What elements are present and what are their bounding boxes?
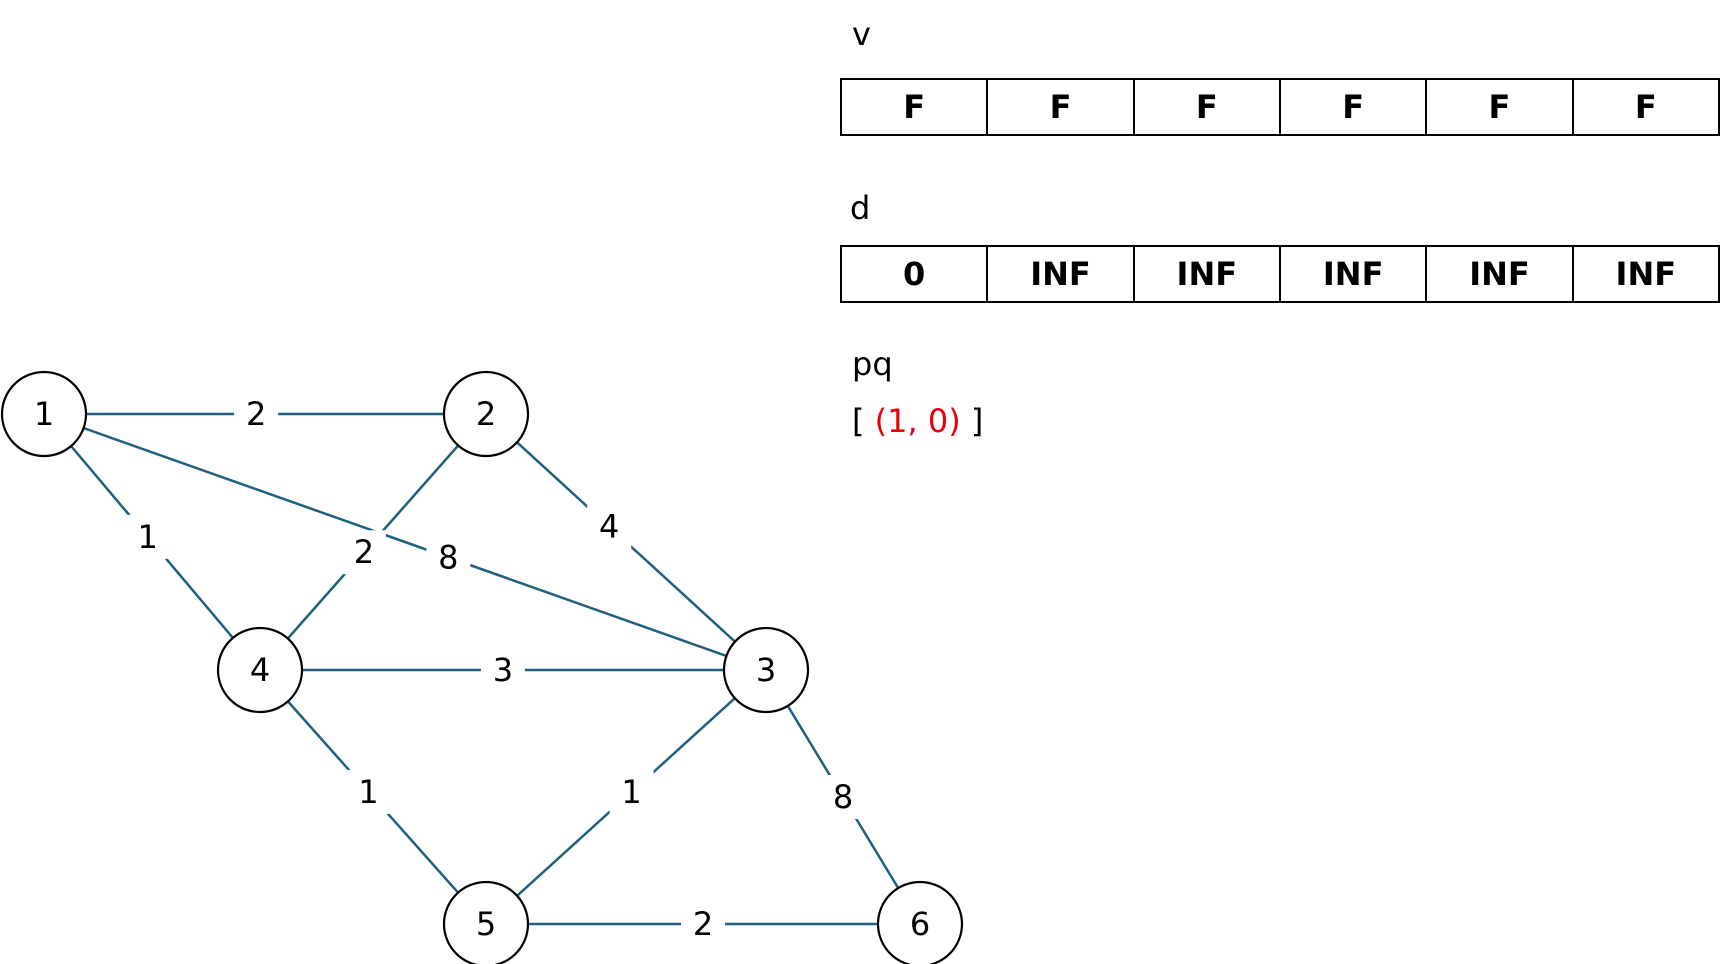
node-circle <box>722 626 810 714</box>
edge-weight-background <box>346 769 391 814</box>
pq-close-bracket: ] <box>960 402 984 440</box>
graph-nodes: 1 2 3 4 5 6 <box>0 370 964 964</box>
node-6: 6 <box>876 880 964 964</box>
edge-weight-background <box>125 514 170 559</box>
node-label: 3 <box>756 651 776 689</box>
d-array-cell: 0 <box>842 247 989 301</box>
d-array-cell: INF <box>1427 247 1574 301</box>
d-array-title: d <box>850 189 871 227</box>
node-label: 6 <box>910 905 930 943</box>
edge-weight-background <box>234 392 279 436</box>
v-array-cell: F <box>1427 80 1574 134</box>
node-5: 5 <box>442 880 530 964</box>
d-array-cell: INF <box>1615 255 1677 293</box>
v-array: F F F F F F <box>840 78 1720 136</box>
node-3: 3 <box>722 626 810 714</box>
edge-weight-background <box>821 775 865 819</box>
edge-weight-1-4: 1 <box>138 518 158 556</box>
v-array-cell: F <box>1135 80 1281 134</box>
v-array-title: v <box>852 15 871 53</box>
d-array-cell: INF <box>988 247 1135 301</box>
edge-weight-background <box>480 648 525 692</box>
edge-weight-1-3: 8 <box>438 538 458 576</box>
node-1: 1 <box>0 370 88 458</box>
node-2: 2 <box>442 370 530 458</box>
d-array: 0 INF INF INF INF INF <box>840 245 1720 303</box>
node-label: 1 <box>34 395 54 433</box>
pq-title: pq <box>852 345 893 383</box>
v-array-cell: F <box>842 80 989 134</box>
edge-weight-background <box>681 902 725 946</box>
pq-open-bracket: [ <box>852 402 875 440</box>
pq-entry: (1, 0) <box>874 402 961 440</box>
node-circle <box>0 370 88 458</box>
d-array-cell: INF <box>1135 247 1281 301</box>
node-label: 5 <box>476 905 496 943</box>
node-label: 4 <box>250 651 270 689</box>
pq-contents: [ (1, 0) ] <box>852 402 983 440</box>
node-circle <box>442 370 530 458</box>
d-array-cell: INF <box>1281 247 1428 301</box>
edge-weight-5-6: 2 <box>693 905 713 943</box>
v-array-cell: F <box>988 80 1135 134</box>
node-circle <box>442 880 530 964</box>
edge-weight-2-4: 2 <box>354 533 374 571</box>
v-array-cell: F <box>1634 88 1657 126</box>
edge-weight-5-3: 1 <box>621 773 641 811</box>
edge-weight-background <box>587 504 632 549</box>
edge-weight-4-3: 3 <box>493 651 513 689</box>
node-circle <box>876 880 964 964</box>
graph-edges: 2 1 8 2 4 3 1 1 8 2 <box>43 392 922 946</box>
node-circle <box>216 626 304 714</box>
v-array-cell: F <box>1281 80 1428 134</box>
edge-weight-background <box>609 769 654 814</box>
edge-weight-3-6: 8 <box>833 778 853 816</box>
edge-1-3 <box>43 412 767 672</box>
node-label: 2 <box>476 395 496 433</box>
edge-weight-4-5: 1 <box>358 773 378 811</box>
edge-weight-1-2: 2 <box>246 395 266 433</box>
edge-weight-background <box>426 535 471 580</box>
edge-weight-background <box>341 530 386 575</box>
edge-weight-2-3: 4 <box>599 508 619 546</box>
node-4: 4 <box>216 626 304 714</box>
